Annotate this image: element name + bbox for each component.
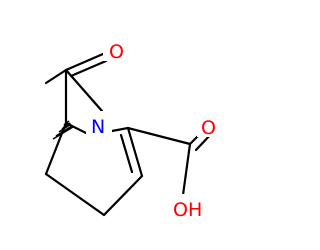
bond-c6-c5 [44, 121, 68, 176]
bond-cooh-oh [181, 142, 192, 197]
ketone-oxygen-label: O [109, 41, 124, 63]
hydroxyl-label: OH [173, 199, 202, 221]
bond-c7-o-double-b [69, 59, 108, 78]
hashed-stereo-bond [52, 120, 74, 140]
molecule-structure-drawing: O N O OH [44, 41, 216, 221]
bond-c2-cooh [126, 126, 192, 146]
ring-nitrogen-label: N [91, 116, 105, 138]
molecule-structure-canvas: O N O OH [44, 41, 216, 221]
bond-n1-c7 [64, 68, 104, 113]
bond-c2-n1 [110, 126, 130, 133]
bond-c7-o-double-a [64, 52, 105, 72]
bond-c5-c4 [44, 172, 106, 217]
bond-c3-c2 [126, 126, 144, 178]
bond-c7-c8 [44, 68, 68, 85]
bond-c3-c2-inner [119, 133, 134, 174]
carbonyl-oxygen-label: O [201, 117, 216, 139]
bond-c4-c3 [102, 174, 144, 217]
